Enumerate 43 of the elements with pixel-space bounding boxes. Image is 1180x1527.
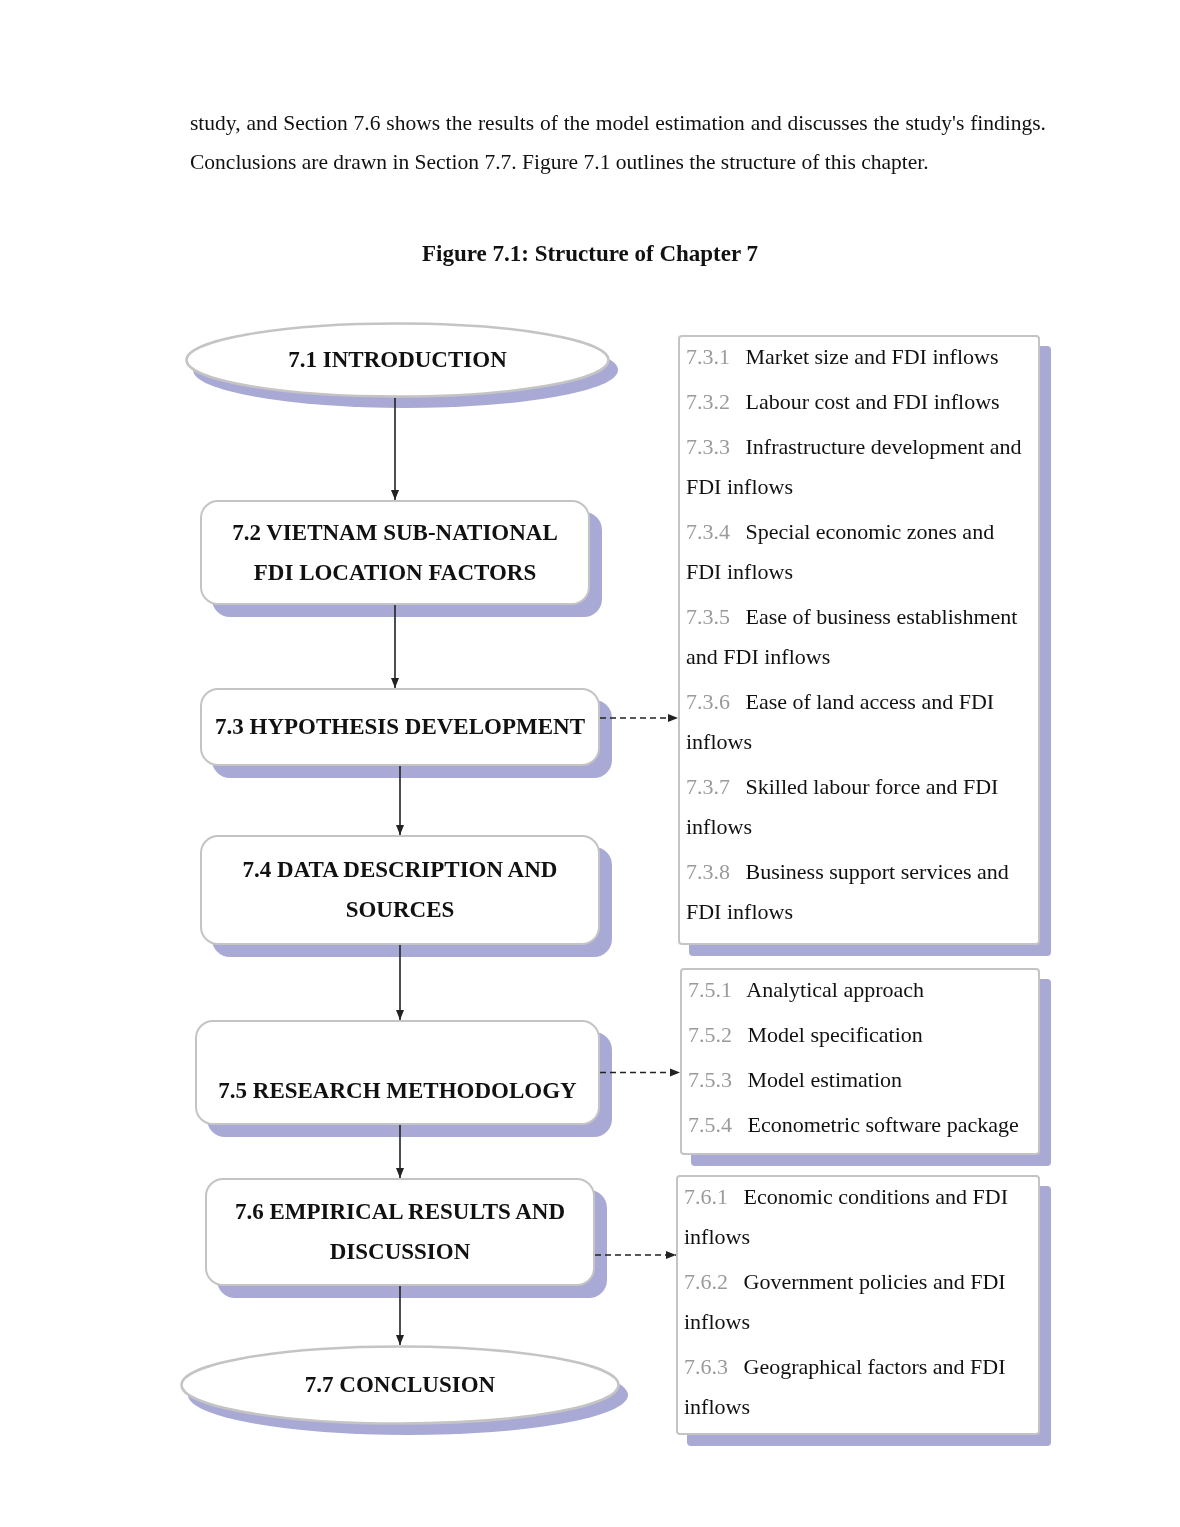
- figure-title: Figure 7.1: Structure of Chapter 7: [422, 240, 758, 268]
- subsection-list-box: [678, 335, 1040, 945]
- list-item-text: 7.5.4 Econometric software package: [688, 1111, 1020, 1139]
- list-item-text: 7.5.3 Model estimation: [688, 1066, 904, 1094]
- node-label: 7.7 CONCLUSION: [304, 1371, 496, 1399]
- arrow: [396, 1285, 404, 1346]
- subsection-list-box: [680, 968, 1040, 1155]
- terminal-ellipse: [185, 322, 610, 398]
- list-item-text: 7.5.1 Analytical approach: [688, 976, 926, 1004]
- node-label: 7.1 INTRODUCTION: [288, 346, 507, 374]
- section-box: [200, 835, 600, 945]
- arrow: [396, 1124, 404, 1179]
- list-item-text: 7.3.8 Business support services and FDI inflows: [686, 858, 1010, 926]
- arrow: [391, 604, 399, 689]
- node-label: 7.4 DATA DESCRIPTION AND SOURCES: [241, 856, 559, 924]
- list-item-text: 7.3.3 Infrastructure development and FDI inflows: [686, 433, 1023, 501]
- arrow: [599, 714, 679, 722]
- arrow: [599, 1068, 681, 1077]
- list-item-text: 7.6.2 Government policies and FDI inflows: [684, 1268, 1007, 1336]
- section-box: [200, 500, 590, 605]
- list-item-text: 7.3.5 Ease of business establishment and FDI inflows: [686, 603, 1019, 671]
- section-box: [200, 688, 600, 766]
- list-item-text: 7.3.1 Market size and FDI inflows: [686, 343, 1000, 371]
- list-item-text: 7.3.2 Labour cost and FDI inflows: [686, 388, 1001, 416]
- node-label: 7.6 EMPIRICAL RESULTS AND DISCUSSION: [233, 1198, 567, 1266]
- list-item-text: 7.3.7 Skilled labour force and FDI inflows: [686, 773, 1000, 841]
- node-label: 7.2 VIETNAM SUB-NATIONAL FDI LOCATION FACTORS: [231, 518, 559, 587]
- body-paragraph: study, and Section 7.6 shows the results of the model estimation and discusses the study's findings. Conclusions are drawn in Section 7.7. Figure 7.1 outlines the structure of this chapter.: [190, 110, 1046, 176]
- subsection-list-box: [676, 1175, 1040, 1435]
- arrow: [396, 944, 404, 1021]
- list-item-text: 7.6.3 Geographical factors and FDI inflows: [684, 1353, 1007, 1421]
- node-label: 7.5 RESEARCH METHODOLOGY: [218, 1077, 577, 1105]
- arrow: [396, 765, 404, 836]
- section-box: [195, 1020, 600, 1125]
- arrow: [391, 397, 399, 501]
- list-item-text: 7.3.6 Ease of land access and FDI inflows: [686, 688, 996, 756]
- arrow: [594, 1251, 677, 1259]
- list-item-text: 7.5.2 Model specification: [688, 1021, 924, 1049]
- terminal-ellipse: [180, 1345, 620, 1425]
- list-item-text: 7.3.4 Special economic zones and FDI inflows: [686, 518, 996, 586]
- node-label: 7.3 HYPOTHESIS DEVELOPMENT: [215, 713, 585, 741]
- list-item-text: 7.6.1 Economic conditions and FDI inflows: [684, 1183, 1010, 1251]
- section-box: [205, 1178, 595, 1286]
